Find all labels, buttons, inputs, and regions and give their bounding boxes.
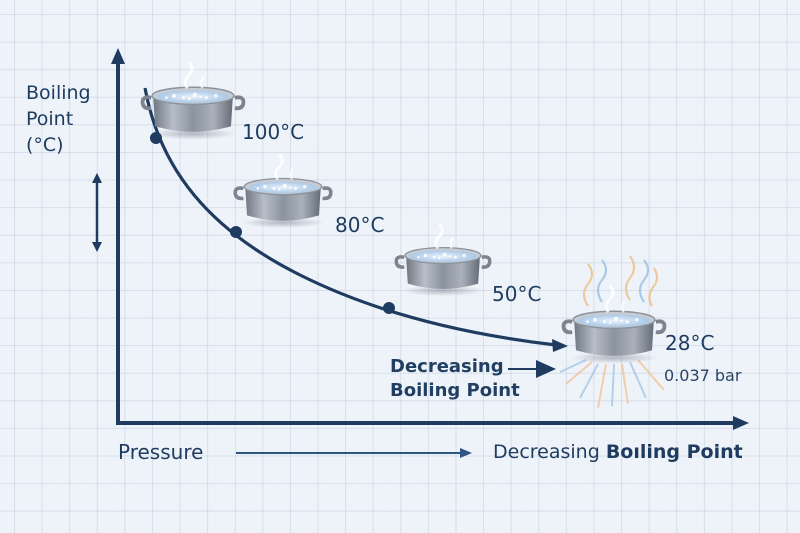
boiling-curve <box>143 87 557 347</box>
x-axis-arrowhead-icon <box>733 416 749 430</box>
boiling-pot-icon <box>140 59 246 142</box>
up-arrowhead-icon <box>92 173 102 183</box>
down-arrowhead-icon <box>92 242 102 252</box>
y-axis-label-line: Boiling <box>26 82 91 104</box>
data-point-50 <box>383 302 395 314</box>
x-axis-label: Pressure <box>118 440 204 464</box>
temp-label-50: 50°C <box>492 282 542 306</box>
y-axis-arrowhead-icon <box>111 48 125 64</box>
annotation-line: Decreasing <box>390 356 504 377</box>
pressure-value-label: 0.037 bar <box>664 366 742 385</box>
x-axis-right-label-bold: Boıling Point <box>605 441 743 463</box>
data-point-80 <box>230 226 242 238</box>
boiling-pot-icon <box>394 222 492 298</box>
y-axis-label-line: Point <box>26 108 74 130</box>
vapor-lines <box>582 255 659 307</box>
boiling-pot-icon <box>233 152 333 230</box>
temp-label-28: 28°C <box>665 331 715 355</box>
decreasing-boiling-point-annotation: Decreasing Boiling Point <box>390 355 520 403</box>
temp-label-80: 80°C <box>335 213 385 237</box>
x-axis-right-label-prefix: Decreasing <box>493 441 606 463</box>
x-axis-right-label: Decreasing Boıling Point <box>493 441 743 463</box>
y-axis-label: Boiling Point (°C) <box>26 80 91 158</box>
curve-arrowhead-icon <box>552 339 568 352</box>
annotation-line: Boiling Point <box>390 380 520 401</box>
y-axis-label-line: (°C) <box>26 134 64 156</box>
pressure-arrowhead-icon <box>460 448 472 458</box>
annotation-arrowhead-icon <box>536 360 556 378</box>
heat-lines <box>559 359 665 409</box>
temp-label-100: 100°C <box>242 120 305 144</box>
